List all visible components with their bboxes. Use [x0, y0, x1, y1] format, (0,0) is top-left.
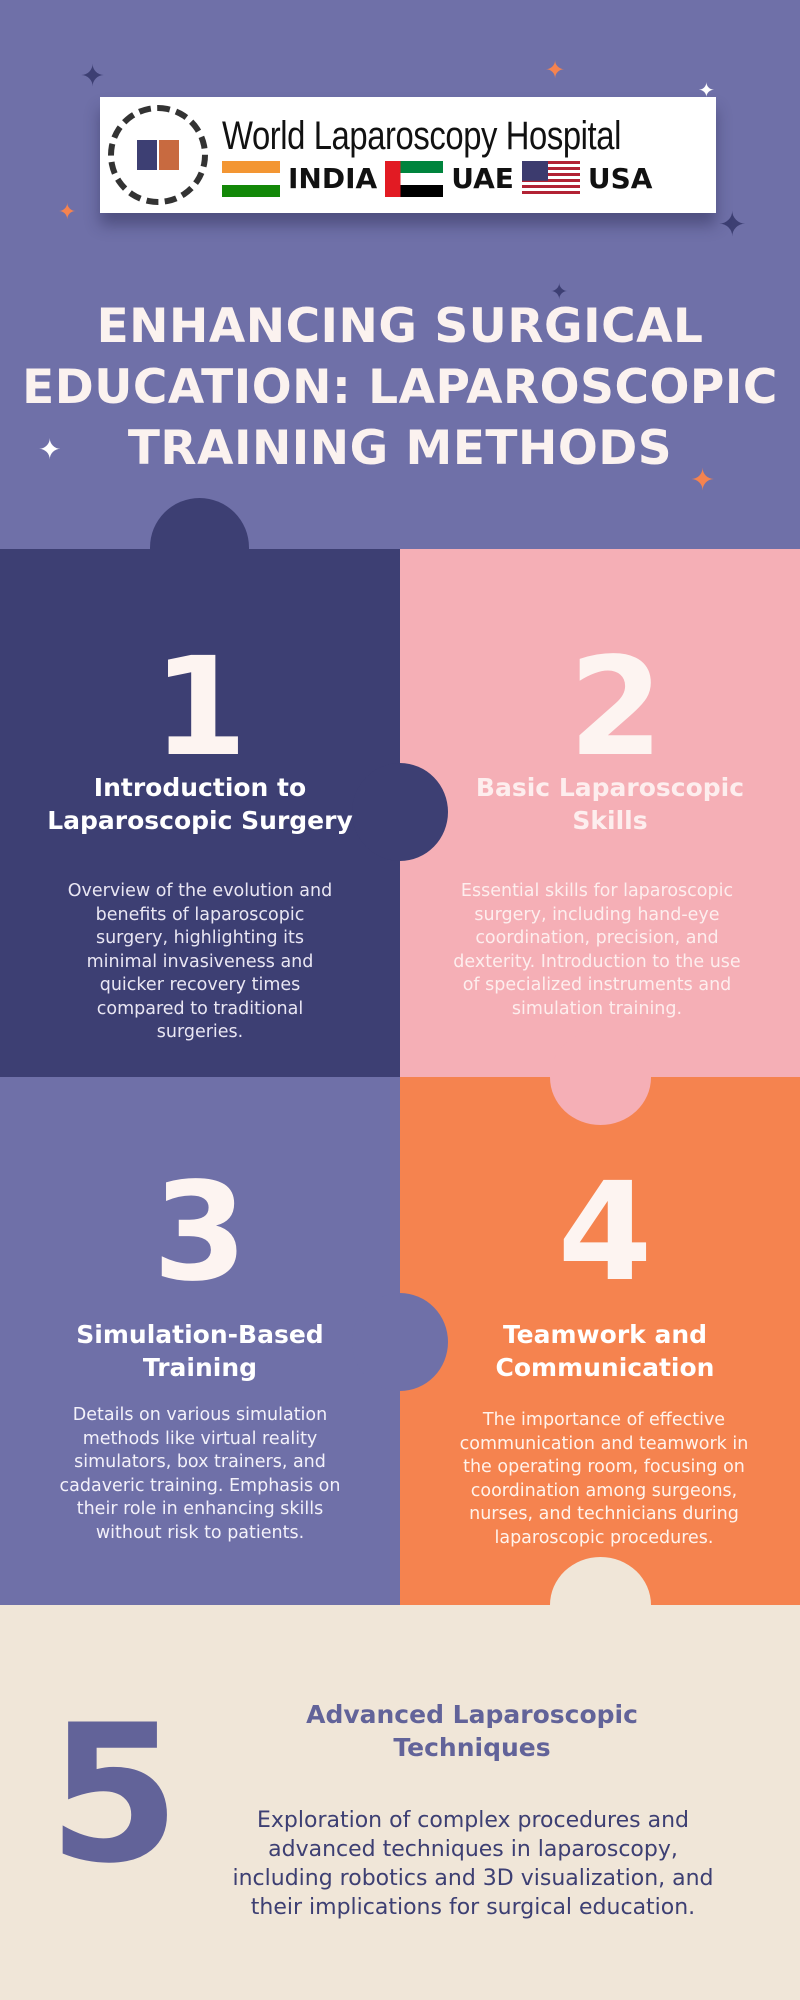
- step-description: Overview of the evolution and benefits o…: [67, 881, 333, 1042]
- country-label: UAE: [451, 162, 514, 195]
- title-line: EDUCATION: LAPAROSCOPIC: [22, 360, 778, 415]
- usa-flag-icon: [521, 160, 580, 197]
- page-title: ENHANCING SURGICAL EDUCATION: LAPAROSCOP…: [0, 296, 800, 479]
- title-line: TRAINING METHODS: [127, 421, 673, 476]
- title-line: ENHANCING SURGICAL: [96, 299, 704, 354]
- step-5-panel: [0, 1605, 800, 2000]
- puzzle-knob: [352, 763, 448, 861]
- country-label: INDIA: [288, 162, 378, 195]
- sparkle-icon: ✦: [550, 280, 569, 305]
- wreath-emblem-icon: [108, 105, 208, 205]
- step-number: 2: [568, 629, 664, 787]
- step-description: Details on various simulation methods li…: [59, 1405, 341, 1543]
- sparkle-icon: ✦: [718, 205, 747, 245]
- step-number: 1: [152, 629, 248, 787]
- step-3-panel: [0, 1077, 400, 1605]
- sparkle-icon: ✦: [58, 200, 77, 225]
- step-number: 3: [152, 1154, 248, 1312]
- puzzle-knob: [550, 1557, 651, 1653]
- country-label: USA: [587, 162, 653, 195]
- header: [0, 0, 800, 549]
- uae-flag-icon: [385, 160, 444, 197]
- step-description: Essential skills for laparoscopic surger…: [453, 881, 741, 1019]
- sparkle-icon: ✦: [545, 56, 566, 84]
- step-description: The importance of effective communicatio…: [459, 1410, 749, 1548]
- india-flag-icon: [222, 160, 280, 197]
- sparkle-icon: ✦: [80, 59, 106, 94]
- sparkle-icon: ✦: [698, 78, 715, 102]
- puzzle-knob: [550, 1030, 651, 1125]
- step-number: 4: [557, 1154, 653, 1312]
- hospital-logo: World Laparoscopy Hospital INDIA UAE USA: [100, 97, 716, 213]
- logo-name: World Laparoscopy Hospital: [222, 113, 621, 158]
- sparkle-icon: ✦: [38, 433, 62, 466]
- puzzle-knob: [150, 498, 249, 600]
- step-1-panel: [0, 549, 400, 1077]
- sparkle-icon: ✦: [690, 463, 716, 498]
- step-number: 5: [48, 1684, 181, 1905]
- puzzle-knob: [352, 1293, 448, 1391]
- step-description: Exploration of complex procedures and ad…: [232, 1808, 714, 1920]
- step-4-panel: [400, 1077, 800, 1605]
- step-2-panel: [400, 549, 800, 1077]
